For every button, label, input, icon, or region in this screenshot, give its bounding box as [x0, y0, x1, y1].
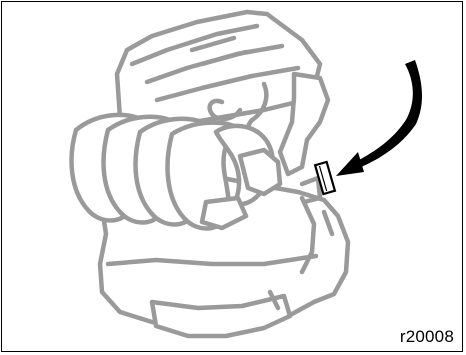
engine-outline — [72, 12, 348, 336]
throttle-body — [240, 150, 280, 194]
figure-reference-code: r20008 — [400, 327, 454, 347]
pointer-arrow — [336, 60, 422, 176]
arrow-shaft — [351, 60, 422, 170]
arrow-head — [336, 152, 364, 176]
